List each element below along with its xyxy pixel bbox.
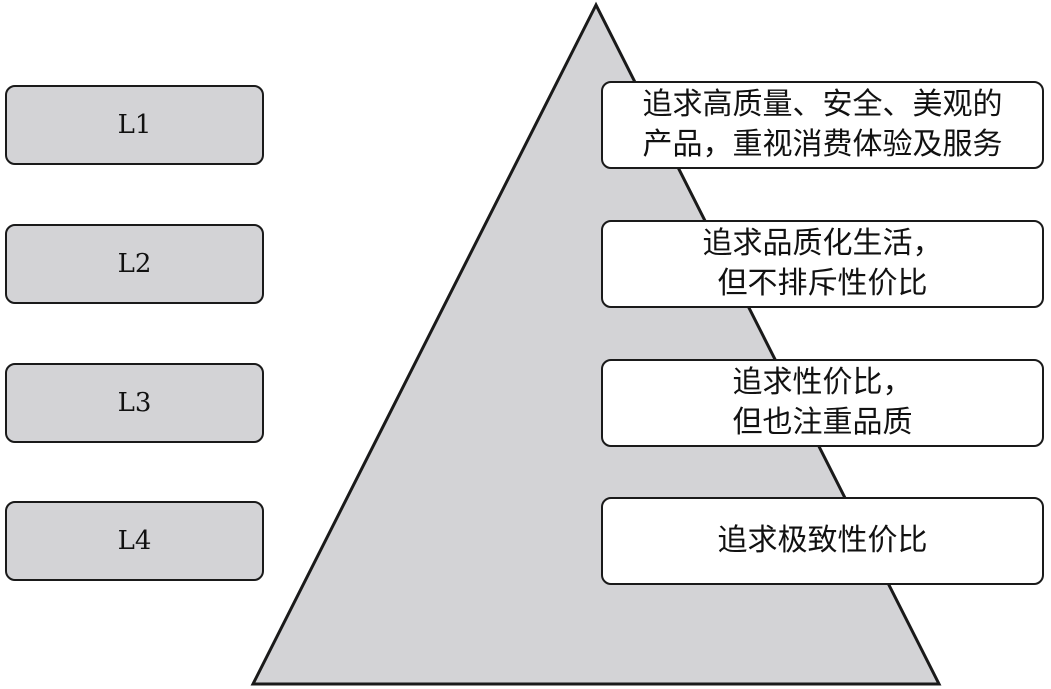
description-box-l3: 追求性价比， 但也注重品质	[601, 359, 1044, 447]
description-line: 追求性价比，	[732, 365, 913, 400]
description-box-l4: 追求极致性价比	[601, 497, 1044, 585]
level-label: L2	[117, 249, 152, 279]
description-line: 但也注重品质	[732, 405, 913, 440]
level-label: L4	[117, 526, 152, 556]
level-box-l1: L1	[5, 85, 264, 165]
level-box-l2: L2	[5, 224, 264, 304]
level-label: L3	[117, 388, 152, 418]
level-box-l4: L4	[5, 501, 264, 581]
description-line: 产品，重视消费体验及服务	[642, 127, 1003, 162]
description-line: 追求极致性价比	[717, 523, 928, 558]
description-box-l2: 追求品质化生活， 但不排斥性价比	[601, 220, 1044, 308]
description-line: 追求品质化生活，	[702, 226, 943, 261]
description-line: 但不排斥性价比	[717, 266, 928, 301]
level-label: L1	[117, 110, 152, 140]
description-line: 追求高质量、安全、美观的	[642, 87, 1003, 122]
description-box-l1: 追求高质量、安全、美观的 产品，重视消费体验及服务	[601, 81, 1044, 169]
level-box-l3: L3	[5, 363, 264, 443]
